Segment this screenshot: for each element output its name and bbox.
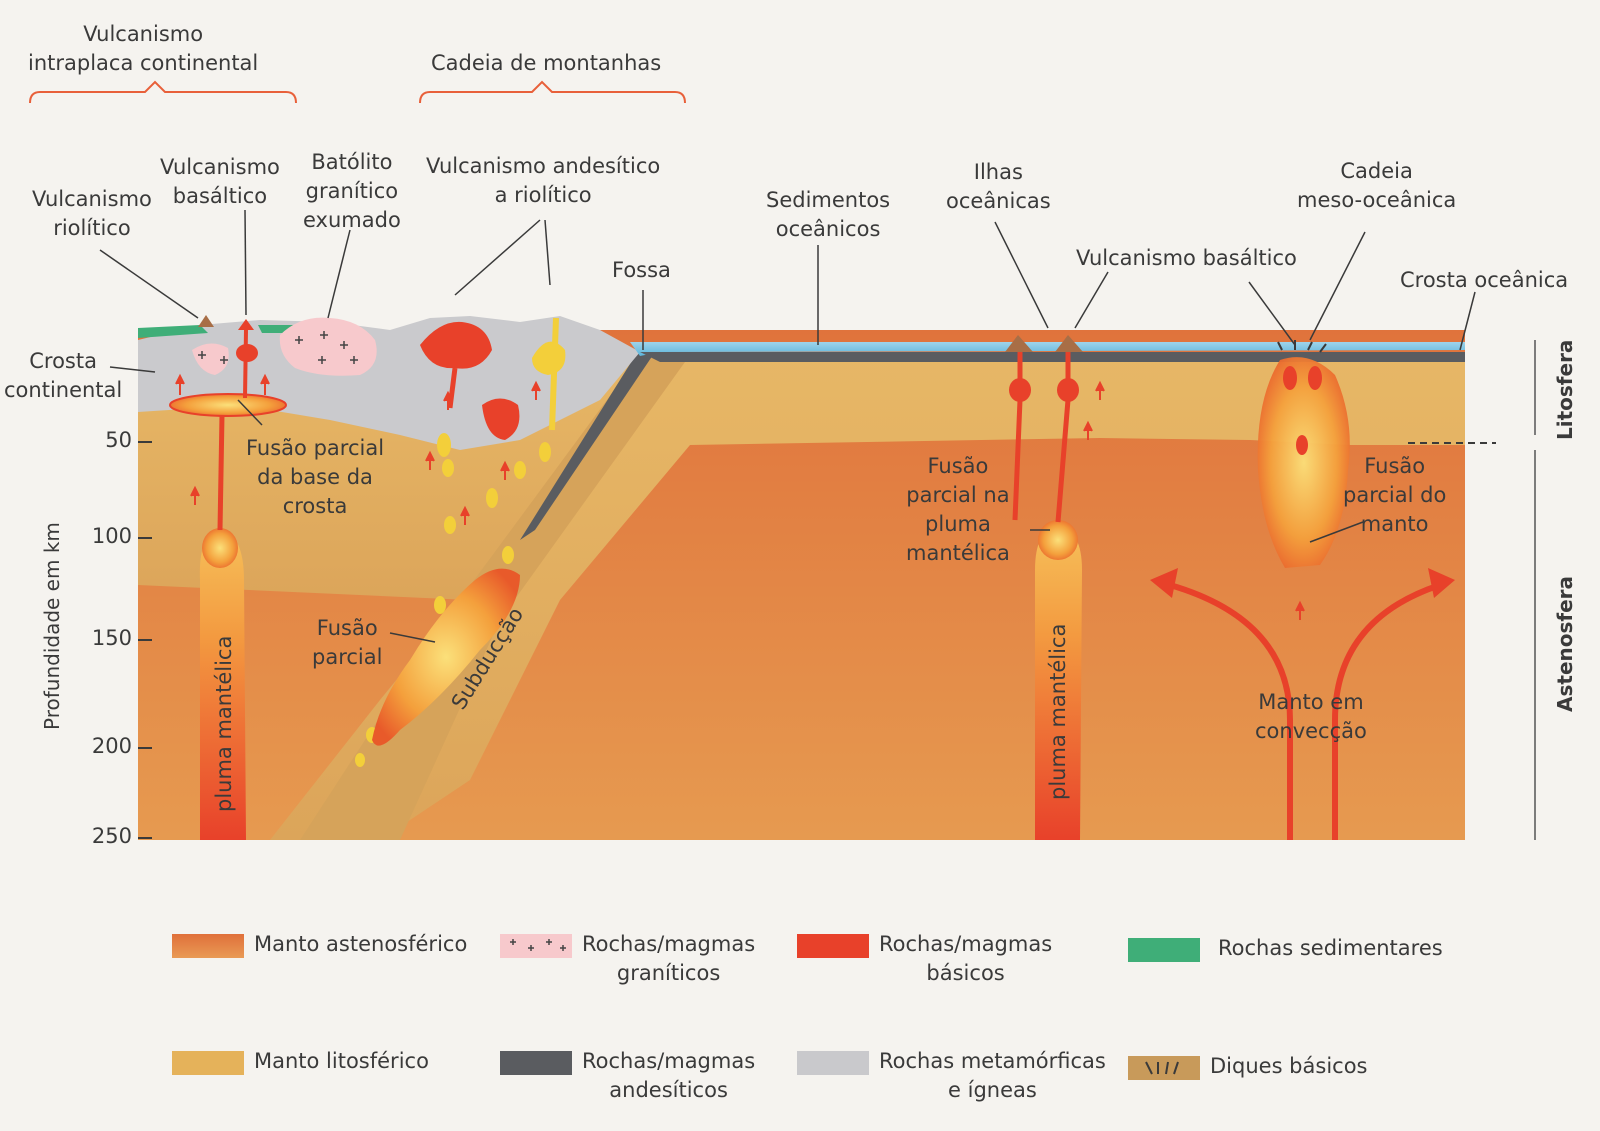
plume-conduit-left xyxy=(217,414,225,531)
plume-head-left xyxy=(202,528,238,568)
bracket-mountains xyxy=(419,80,686,104)
axis-title-depth: Profundidade em km xyxy=(40,522,64,730)
basaltic-magma-left xyxy=(236,344,258,362)
legend-item: Manto litosférico xyxy=(172,1047,429,1076)
ridge-melting-zone xyxy=(1257,357,1350,568)
legend-swatch-sedimentary xyxy=(1128,938,1200,962)
ocean-island-right xyxy=(1055,335,1083,352)
mantle-plume-right xyxy=(1035,525,1082,840)
label-asthenosphere: Astenosfera xyxy=(1553,575,1577,712)
bracket-intraplate xyxy=(29,80,297,104)
legend-item: Manto astenosférico xyxy=(172,930,467,959)
depth-axis-ticks xyxy=(138,441,152,839)
andesitic-magma-chamber xyxy=(420,321,492,369)
tick-label: 250 xyxy=(91,824,132,848)
leader-lines xyxy=(99,209,1476,643)
label-plume-left: pluma mantélica xyxy=(212,635,236,812)
legend-swatch-andesitic xyxy=(500,1051,572,1075)
mantle-plume-left xyxy=(199,528,246,840)
ocean-water xyxy=(630,342,1465,356)
legend-swatch-basic xyxy=(797,934,869,958)
island-magma-right xyxy=(1057,378,1079,402)
slab-andesitic-edge xyxy=(520,348,655,540)
andesitic-lower-blob xyxy=(482,398,520,440)
sedimentary-rocks xyxy=(138,325,300,338)
rhyolitic-droplets xyxy=(355,433,551,767)
upward-arrows xyxy=(175,373,1305,620)
rhyolitic-volcano xyxy=(198,315,214,327)
legend-item: Diques básicos xyxy=(1128,1052,1368,1081)
convection-arrowhead-right xyxy=(1428,568,1455,598)
rhyolitic-conduit xyxy=(549,317,559,431)
label-lithosphere: Litosfera xyxy=(1553,339,1577,440)
tick-label: 200 xyxy=(91,734,132,758)
andesitic-conduit xyxy=(447,367,458,409)
label-mountain-chain: Cadeia de montanhas xyxy=(431,51,662,75)
legend-swatch-lithospheric-mantle xyxy=(172,1051,244,1075)
granite-crosses xyxy=(198,331,358,364)
label-oceanic-crust: Crosta oceânica xyxy=(1400,268,1569,292)
ridge-red-blobs xyxy=(1283,366,1322,455)
tick-label: 150 xyxy=(91,626,132,650)
crust-melting-lens xyxy=(169,393,287,417)
granitic-batholith xyxy=(192,317,377,376)
oceanic-crust xyxy=(640,352,1465,362)
legend-swatch-asthenospheric-mantle xyxy=(172,934,244,958)
tick-label: 50 xyxy=(105,428,132,452)
island-magma-left xyxy=(1009,378,1031,402)
legend-swatch-granitic xyxy=(500,934,572,958)
basaltic-conduit-left xyxy=(243,329,248,399)
legend-swatch-basic-dikes xyxy=(1128,1056,1200,1080)
slab-partial-melting xyxy=(372,568,520,746)
plume-head-right xyxy=(1038,520,1078,560)
tick-label: 100 xyxy=(91,524,132,548)
legend-item: Rochas sedimentares xyxy=(1128,934,1443,963)
convection-arrowhead-left xyxy=(1150,568,1178,598)
basaltic-volcano-left xyxy=(238,319,254,330)
label-plume-right: pluma mantélica xyxy=(1046,623,1070,800)
label-basaltic-volcanism-right: Vulcanismo basáltico xyxy=(1076,246,1297,270)
basic-dikes xyxy=(1277,340,1327,353)
convection-arrows xyxy=(1169,582,1441,840)
legend-swatch-metamorphic xyxy=(797,1051,869,1075)
label-trench: Fossa xyxy=(612,258,671,282)
ocean-island-left xyxy=(1005,335,1033,352)
